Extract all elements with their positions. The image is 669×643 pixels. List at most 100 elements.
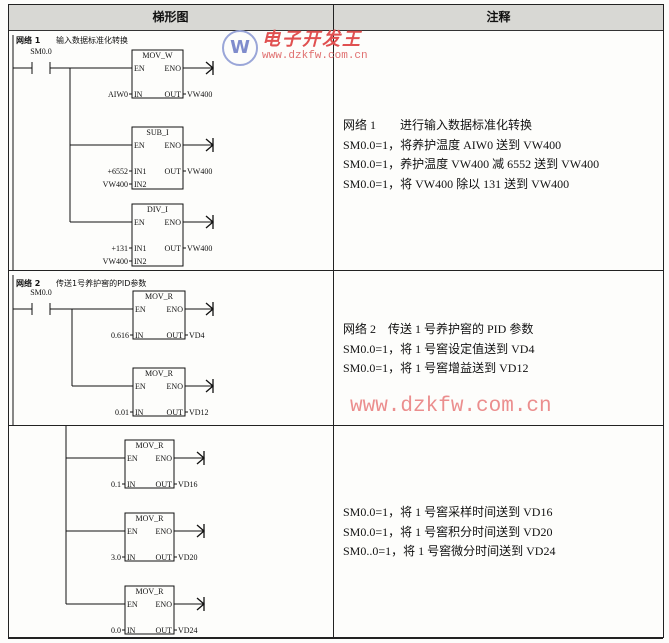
block-name: SUB_I xyxy=(146,128,169,137)
function-block-div_i xyxy=(131,203,184,267)
network-1-title: 网络 1 xyxy=(16,36,41,45)
pin-in: IN xyxy=(127,480,136,489)
function-block-mov_r xyxy=(124,585,175,635)
table-border-left xyxy=(8,4,9,638)
output-value: VD12 xyxy=(189,408,209,417)
output-value: VD4 xyxy=(189,331,205,340)
pin-in: IN xyxy=(135,408,144,417)
pin-eno: ENO xyxy=(167,382,184,391)
output-value: VD16 xyxy=(178,480,198,489)
watermark-url-small: www.dzkfw.com.cn xyxy=(262,50,368,62)
pin-eno: ENO xyxy=(165,141,182,150)
note-line: SM0.0=1，将 1 号窖设定值送到 VD4 xyxy=(343,341,535,356)
note-line: 网络 2 传送 1 号养护窖的 PID 参数 xyxy=(343,322,534,336)
header-ladder: 梯形图 xyxy=(8,5,333,31)
network-2-desc: 传送1号养护窖的PID参数 xyxy=(56,279,147,288)
function-block-mov_r xyxy=(132,290,186,340)
pin-out: OUT xyxy=(165,90,182,99)
input-value: +131 xyxy=(111,244,128,253)
pin-en: EN xyxy=(134,218,145,227)
output-value: VW400 xyxy=(187,90,212,99)
output-value: VW400 xyxy=(187,244,212,253)
pin-en: EN xyxy=(127,600,138,609)
pin-eno: ENO xyxy=(156,454,173,463)
contact-label: SM0.0 xyxy=(30,47,52,56)
note-line: SM0.0=1，将 1 号窖积分时间送到 VD20 xyxy=(343,524,553,539)
output-value: VD24 xyxy=(178,626,198,635)
pin-en: EN xyxy=(135,382,146,391)
pin-eno: ENO xyxy=(165,64,182,73)
input-value: 3.0 xyxy=(111,553,121,562)
pin-in1: IN1 xyxy=(134,244,146,253)
pin-en: EN xyxy=(135,305,146,314)
pin-in: IN xyxy=(134,90,143,99)
function-block-mov_r xyxy=(124,512,175,562)
pin-in2: IN2 xyxy=(134,180,146,189)
pin-eno: ENO xyxy=(156,600,173,609)
pin-out: OUT xyxy=(156,626,173,635)
output-arrow-icon xyxy=(205,379,214,393)
note-line: SM0.0=1，养护温度 VW400 减 6552 送到 VW400 xyxy=(343,157,600,171)
pin-en: EN xyxy=(127,454,138,463)
output-value: VW400 xyxy=(187,167,212,176)
note-line: SM0.0=1，将 VW400 除以 131 送到 VW400 xyxy=(343,176,570,191)
output-arrow-icon xyxy=(196,524,205,538)
block-name: MOV_R xyxy=(135,514,164,523)
contact-label: SM0.0 xyxy=(30,288,52,297)
block-name: MOV_R xyxy=(145,292,174,301)
watermark-logo-icon: W xyxy=(222,30,258,66)
input-value: VW400 xyxy=(103,180,128,189)
input-value: 0.1 xyxy=(111,480,121,489)
pin-eno: ENO xyxy=(156,527,173,536)
output-arrow-icon xyxy=(205,138,214,152)
pin-in: IN xyxy=(135,331,144,340)
pin-en: EN xyxy=(127,527,138,536)
input-value: 0.616 xyxy=(111,331,129,340)
pin-out: OUT xyxy=(156,553,173,562)
pin-out: OUT xyxy=(165,244,182,253)
table-border-top xyxy=(8,4,663,5)
header-notes: 注释 xyxy=(334,5,663,31)
watermark-logo-text: 电子开发王 xyxy=(262,29,362,50)
pin-in: IN xyxy=(127,626,136,635)
input-value: AIW0 xyxy=(108,90,128,99)
block-name: MOV_R xyxy=(135,587,164,596)
input-value: 0.0 xyxy=(111,626,121,635)
pin-en: EN xyxy=(134,141,145,150)
row-divider-2 xyxy=(8,425,663,426)
function-block-mov_r xyxy=(124,439,175,489)
table-border-right xyxy=(663,4,664,638)
block-name: MOV_R xyxy=(135,441,164,450)
output-arrow-icon xyxy=(205,61,214,75)
note-line: SM0.0=1，将 1 号窖采样时间送到 VD16 xyxy=(343,505,553,519)
pin-out: OUT xyxy=(167,331,184,340)
note-line: SM0.0=1，将 1 号窖增益送到 VD12 xyxy=(343,361,529,375)
pin-eno: ENO xyxy=(165,218,182,227)
output-arrow-icon xyxy=(196,451,205,465)
watermark-url-large: www.dzkfw.com.cn xyxy=(350,395,552,418)
function-block-mov_w xyxy=(131,49,184,99)
input-value: VW400 xyxy=(103,257,128,266)
table-border-bottom xyxy=(8,637,663,639)
block-name: MOV_R xyxy=(145,369,174,378)
pin-out: OUT xyxy=(156,480,173,489)
pin-in2: IN2 xyxy=(134,257,146,266)
pin-eno: ENO xyxy=(167,305,184,314)
pin-out: OUT xyxy=(165,167,182,176)
row-divider-1 xyxy=(8,270,663,271)
input-value: +6552 xyxy=(107,167,128,176)
function-block-sub_i xyxy=(131,126,184,190)
output-value: VD20 xyxy=(178,553,198,562)
pin-en: EN xyxy=(134,64,145,73)
block-name: DIV_I xyxy=(147,205,168,214)
note-line: 网络 1 进行输入数据标准化转换 xyxy=(343,118,533,132)
block-name: MOV_W xyxy=(142,51,173,60)
pin-out: OUT xyxy=(167,408,184,417)
output-arrow-icon xyxy=(205,215,214,229)
network-1-desc: 输入数据标准化转换 xyxy=(56,36,128,45)
network-2-title: 网络 2 xyxy=(16,279,41,288)
output-arrow-icon xyxy=(205,302,214,316)
output-arrow-icon xyxy=(196,597,205,611)
